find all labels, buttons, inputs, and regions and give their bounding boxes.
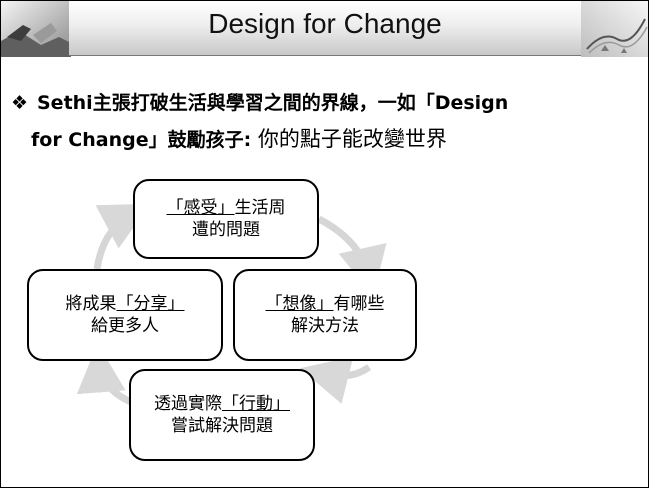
cycle-node-act: 透過實際「行動」 嘗試解決問題 bbox=[129, 369, 315, 461]
right-corner-decoration-icon bbox=[581, 1, 648, 57]
share-text-1: 將成果 bbox=[65, 294, 117, 314]
bullet-text-2b: 你的點子能改變世界 bbox=[257, 127, 447, 151]
share-text-2: 給更多人 bbox=[91, 316, 159, 336]
act-text-2: 嘗試解決問題 bbox=[171, 416, 273, 436]
cycle-node-imagine: 「想像」有哪些 解決方法 bbox=[233, 269, 417, 361]
feel-text-2: 遭的問題 bbox=[192, 220, 260, 240]
act-underlined-text: 「行動」 bbox=[222, 394, 290, 414]
bullet-paragraph: ❖ Sethi主張打破生活與學習之間的界線，一如「Design for Chang… bbox=[11, 85, 641, 158]
share-underlined-text: 「分享」 bbox=[116, 294, 185, 314]
cycle-arrow-top-left bbox=[93, 203, 151, 270]
slide-header: Design for Change bbox=[1, 1, 648, 57]
imagine-text-2: 解決方法 bbox=[291, 316, 359, 336]
slide-title: Design for Change bbox=[208, 8, 442, 39]
imagine-underlined-text: 「想像」 bbox=[265, 294, 334, 314]
cycle-node-share: 將成果「分享」 給更多人 bbox=[27, 269, 223, 361]
bullet-text-1: Sethi主張打破生活與學習之間的界線，一如「Design bbox=[37, 92, 509, 114]
feel-underlined-text: 「感受」 bbox=[166, 198, 235, 218]
cycle-arrow-bottom-right bbox=[299, 356, 372, 404]
left-corner-decoration-icon bbox=[1, 1, 71, 57]
imagine-text-1: 有哪些 bbox=[333, 294, 385, 314]
title-bar: Design for Change bbox=[69, 1, 581, 56]
bullet-line-2: for Change」鼓勵孩子: 你的點子能改變世界 bbox=[11, 121, 641, 158]
cycle-arrow-bottom-left bbox=[76, 343, 135, 407]
cycle-node-feel: 「感受」生活周 遭的問題 bbox=[133, 179, 319, 259]
bullet-line-1: ❖ Sethi主張打破生活與學習之間的界線，一如「Design bbox=[11, 85, 641, 121]
act-text-1: 透過實際 bbox=[154, 394, 222, 414]
feel-text-1: 生活周 bbox=[234, 198, 286, 218]
bullet-text-2a: for Change」鼓勵孩子: bbox=[31, 129, 252, 151]
diamond-bullet-icon: ❖ bbox=[11, 92, 29, 114]
